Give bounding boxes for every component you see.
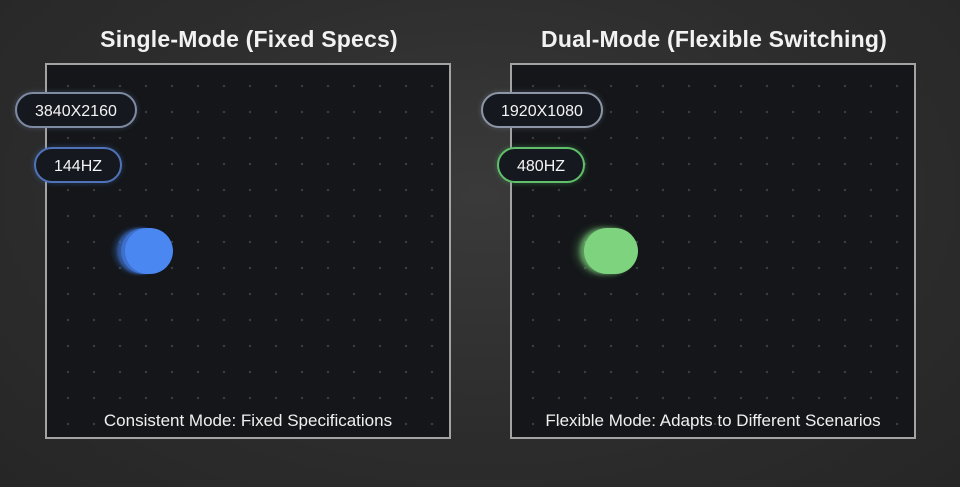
single-mode-resolution-badge: 3840X2160 <box>15 92 137 128</box>
dual-mode-resolution-badge: 1920X1080 <box>481 92 603 128</box>
blue-motion-ball-icon <box>125 228 173 274</box>
dual-mode-title: Dual-Mode (Flexible Switching) <box>541 26 887 52</box>
dual-mode-caption: Flexible Mode: Adapts to Different Scena… <box>545 411 881 430</box>
single-mode-refresh-badge: 144HZ <box>34 147 123 183</box>
single-mode-caption: Consistent Mode: Fixed Specifications <box>103 411 393 430</box>
green-motion-ball-icon <box>584 228 638 274</box>
dual-mode-refresh-badge: 480HZ <box>497 147 586 183</box>
single-mode-title: Single-Mode (Fixed Specs) <box>100 26 398 52</box>
dual-mode-screen: Flexible Mode: Adapts to Different Scena… <box>510 63 916 439</box>
